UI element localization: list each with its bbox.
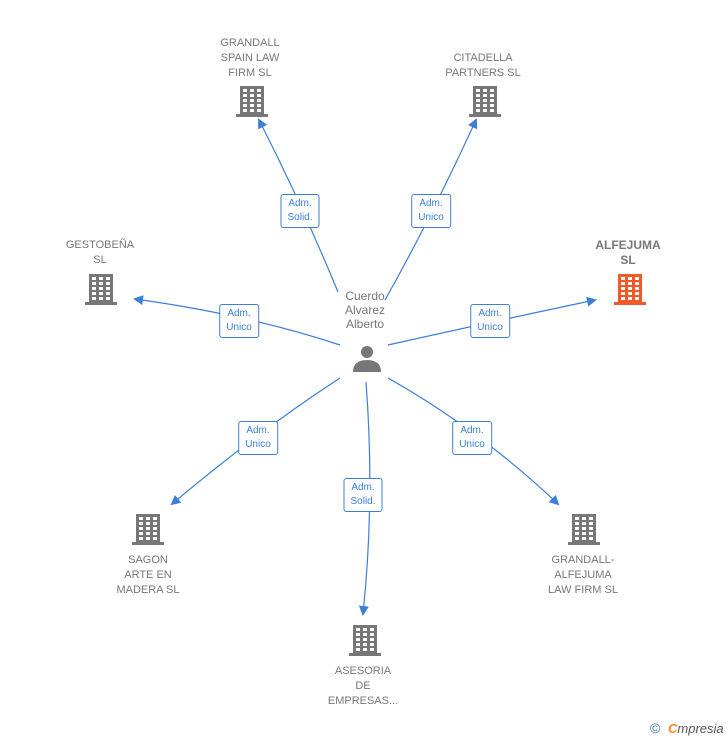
building-icon-citadella[interactable] <box>469 86 501 117</box>
company-label-asesoria[interactable]: ASESORIA DE EMPRESAS... <box>327 665 399 707</box>
brand-logo: Cmpresia <box>668 721 724 736</box>
building-icon-sagon[interactable] <box>132 514 164 545</box>
building-icon-gestobena[interactable] <box>85 274 117 305</box>
company-label-citadella[interactable]: CITADELLA PARTNERS SL <box>445 52 521 79</box>
role-badge-grandall-spain[interactable]: Adm. Solid. <box>280 194 320 228</box>
role-badge-asesoria[interactable]: Adm. Solid. <box>343 478 383 512</box>
center-person-label: Cuerdo Alvarez Alberto <box>344 289 386 331</box>
copyright-icon: © <box>650 720 661 736</box>
company-label-gestobena[interactable]: GESTOBEÑA SL <box>65 239 135 266</box>
company-label-grandall-spain[interactable]: GRANDALL SPAIN LAW FIRM SL <box>220 37 280 79</box>
role-badge-alfejuma[interactable]: Adm. Unico <box>470 304 510 338</box>
role-badge-grandall-alfejuma[interactable]: Adm. Unico <box>452 421 492 455</box>
building-icon-alfejuma[interactable] <box>614 274 646 305</box>
person-icon[interactable] <box>353 346 381 372</box>
role-badge-gestobena[interactable]: Adm. Unico <box>219 304 259 338</box>
role-badge-citadella[interactable]: Adm. Unico <box>411 194 451 228</box>
building-icon-grandall-spain[interactable] <box>236 86 268 117</box>
role-badge-sagon[interactable]: Adm. Unico <box>238 421 278 455</box>
building-icon-asesoria[interactable] <box>349 625 381 656</box>
company-label-grandall-alfejuma[interactable]: GRANDALL- ALFEJUMA LAW FIRM SL <box>548 554 618 596</box>
company-label-alfejuma[interactable]: ALFEJUMA SL <box>595 238 661 267</box>
company-label-sagon[interactable]: SAGON ARTE EN MADERA SL <box>116 554 180 596</box>
building-icon-grandall-alfejuma[interactable] <box>568 514 600 545</box>
